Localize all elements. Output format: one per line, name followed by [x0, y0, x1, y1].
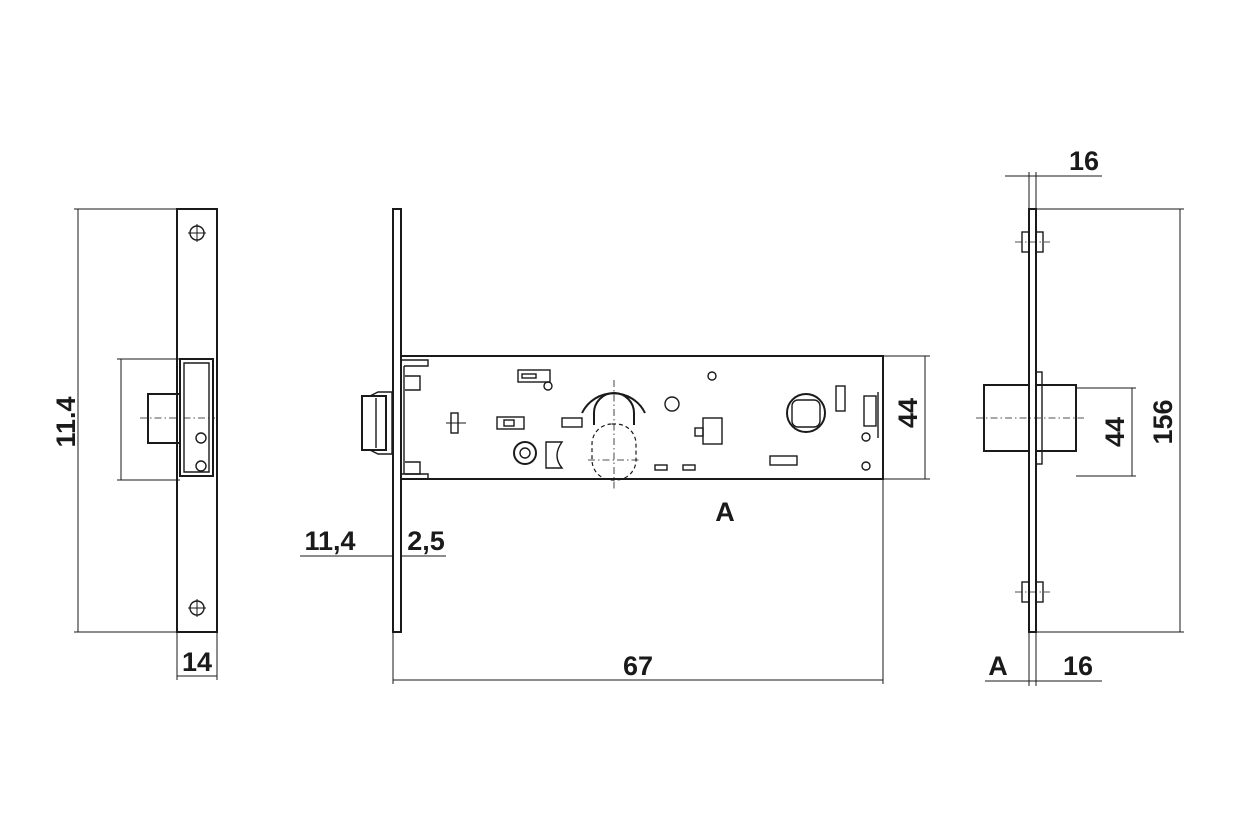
section-height-dimension: 156 — [1036, 208, 1184, 633]
section-latch-bolt — [976, 371, 1084, 465]
section-faceplate — [1028, 208, 1037, 633]
front-latch-dimension — [117, 358, 180, 481]
section-top-label: 16 — [1069, 146, 1099, 176]
side-section-marker: A — [715, 497, 735, 527]
side-length-dimension: 67 — [392, 479, 884, 684]
section-bottom-label: 16 — [1063, 651, 1093, 681]
side-body-height-label: 44 — [893, 398, 923, 428]
latch-bolt — [361, 391, 393, 455]
front-screw-top — [188, 224, 206, 242]
lock-case — [400, 355, 884, 480]
section-view: 16 156 44 A 16 — [976, 146, 1184, 686]
front-view: 11.4 14 — [51, 208, 218, 680]
side-faceplate-label: 2,5 — [407, 526, 445, 556]
section-marker: A — [988, 651, 1008, 681]
internal-parts — [446, 369, 879, 471]
side-body-height-dimension: 44 — [883, 355, 930, 480]
front-latch-opening — [140, 358, 215, 477]
side-backset-dimension: 11,4 2,5 — [300, 526, 446, 560]
case-details — [401, 359, 429, 479]
section-bottom-dimension: A 16 — [985, 632, 1102, 686]
side-view: 44 A 11,4 2,5 67 — [300, 208, 930, 684]
section-top-dimension: 16 — [1005, 146, 1102, 209]
side-backset-label: 11,4 — [304, 526, 355, 556]
side-faceplate — [392, 208, 402, 633]
section-bolt-label: 44 — [1100, 417, 1130, 447]
section-screw-top — [1015, 231, 1050, 253]
section-screw-bottom — [1015, 581, 1050, 603]
side-length-label: 67 — [623, 651, 653, 681]
section-bolt-dimension: 44 — [1076, 387, 1136, 477]
front-height-label: 11.4 — [51, 396, 81, 447]
front-screw-bottom — [188, 599, 206, 617]
cylinder-cutout — [581, 380, 646, 490]
front-height-dimension: 11.4 — [51, 208, 177, 633]
front-width-dimension: 14 — [176, 632, 218, 680]
section-height-label: 156 — [1148, 399, 1178, 444]
front-faceplate — [176, 208, 218, 633]
follower — [786, 393, 826, 433]
front-width-label: 14 — [182, 647, 212, 677]
